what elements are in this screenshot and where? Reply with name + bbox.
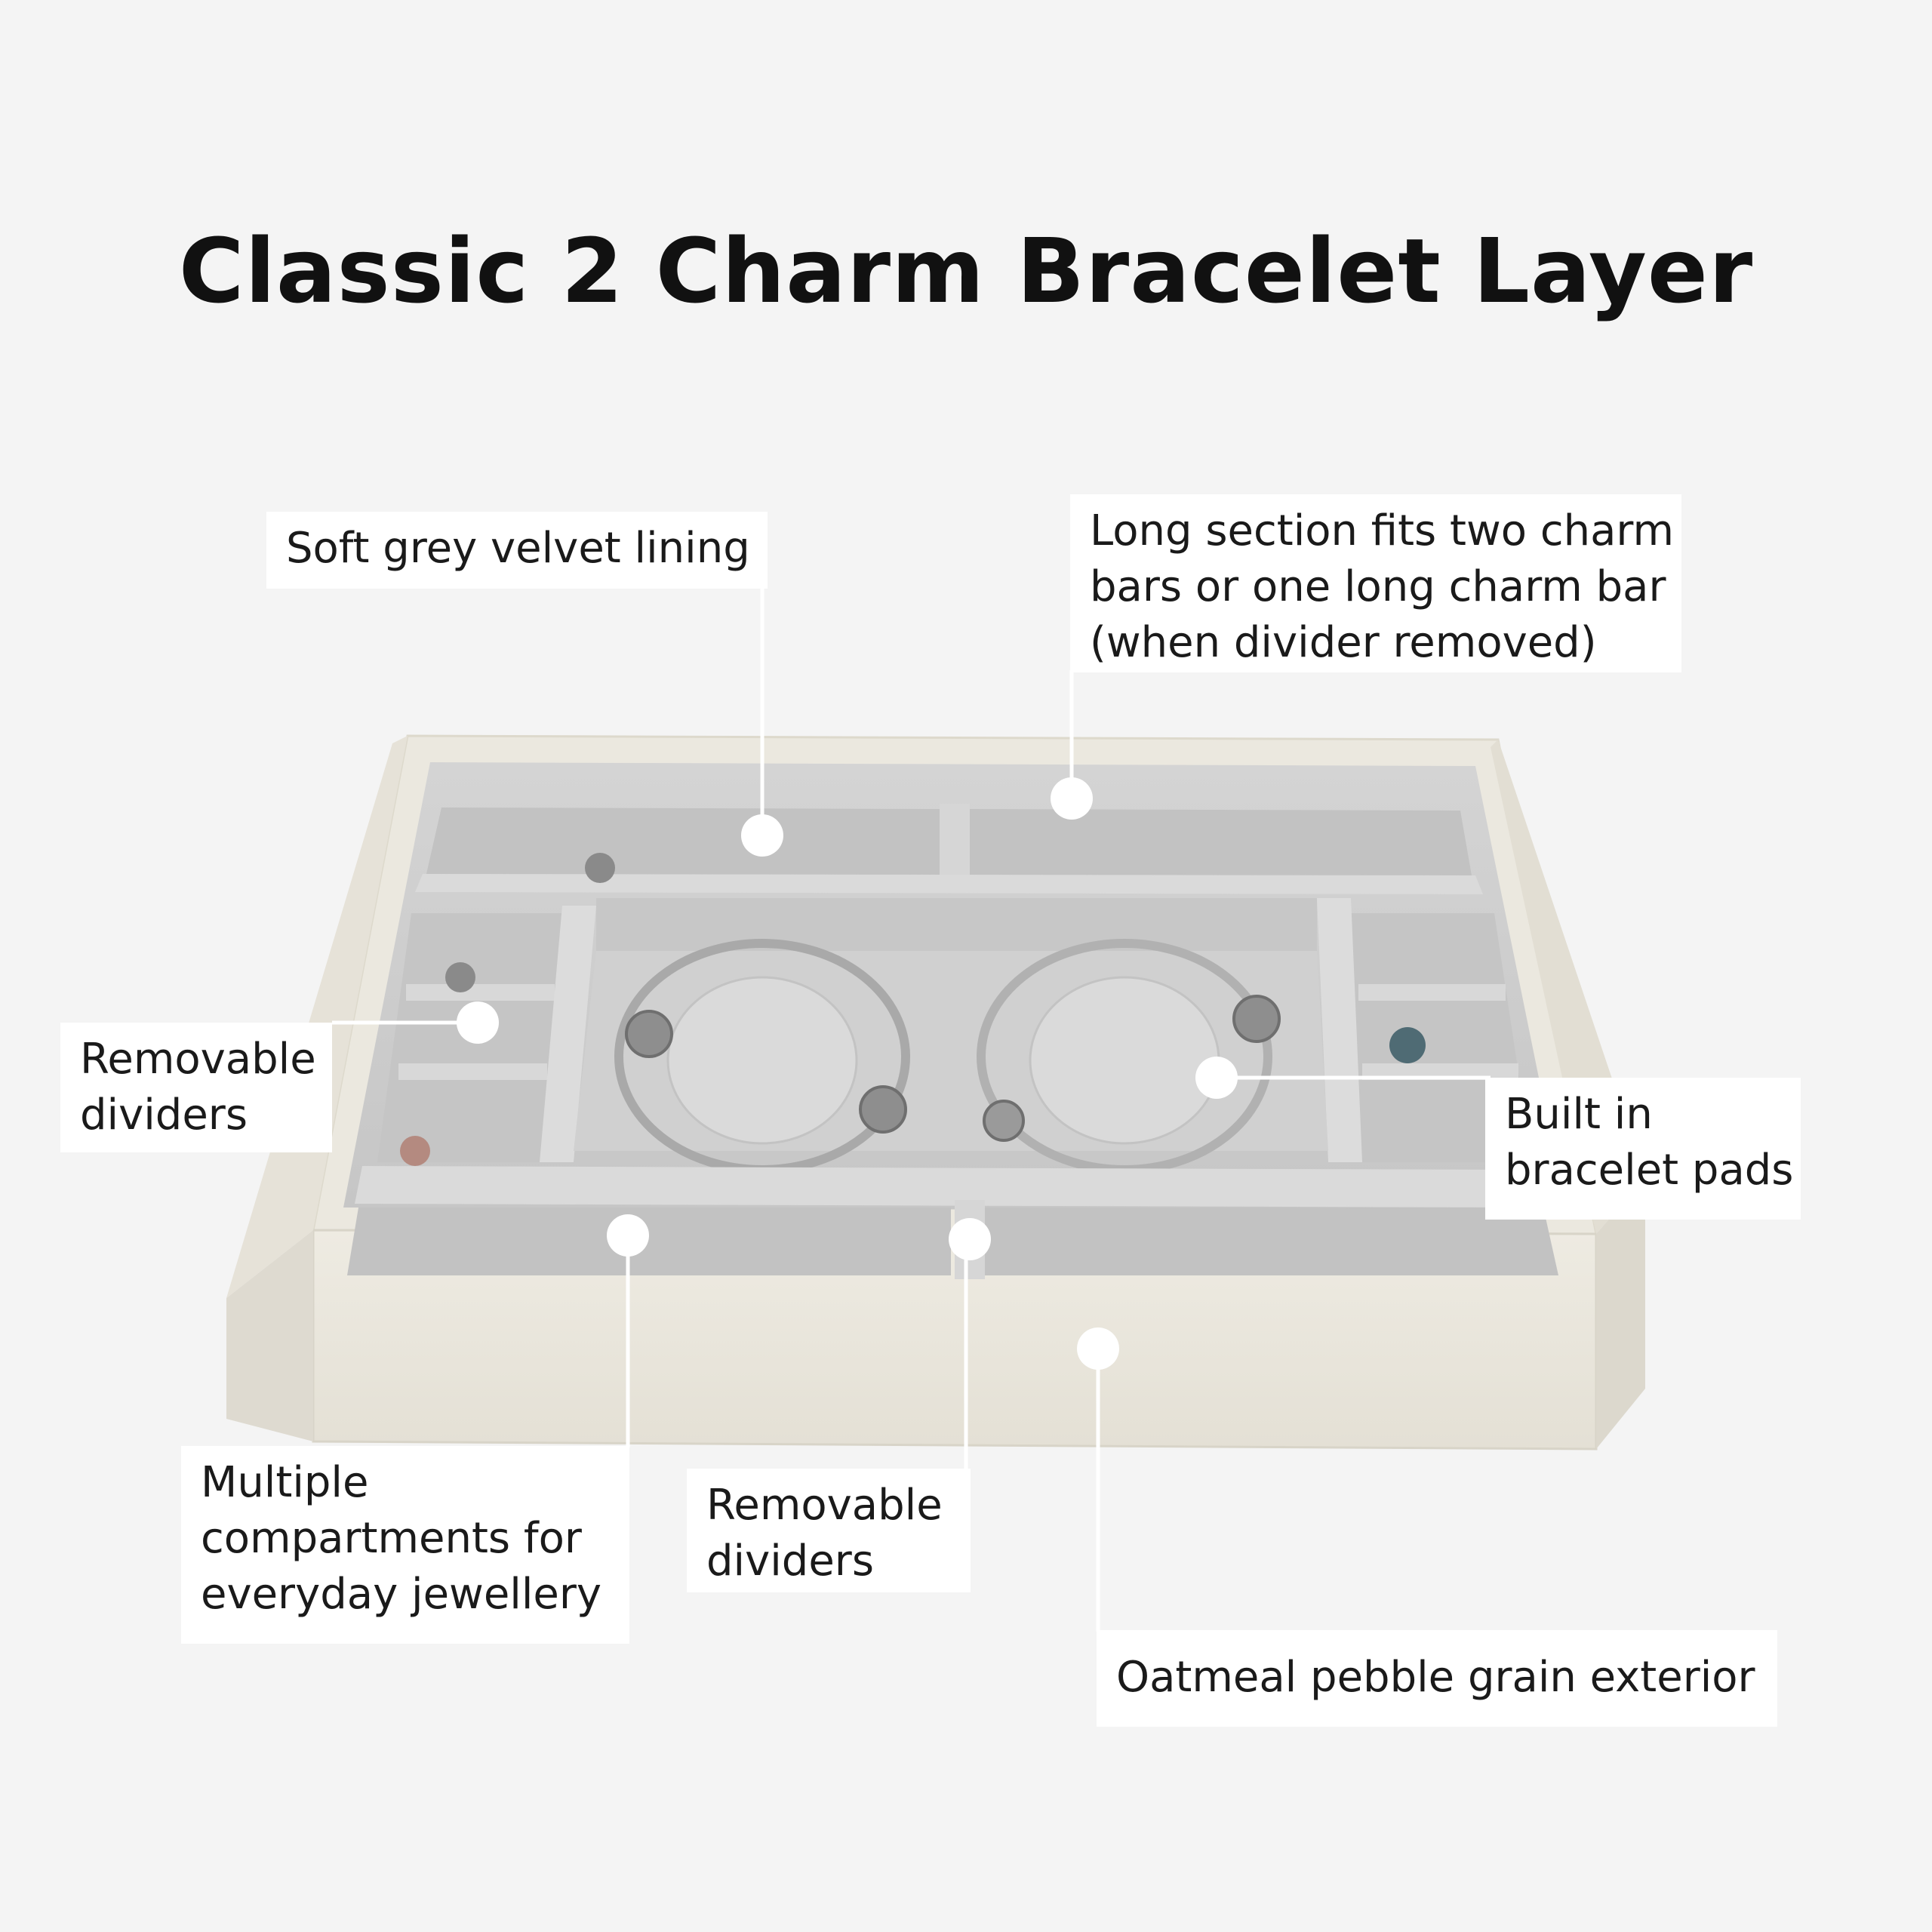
tray-left-face [226, 1230, 313, 1441]
bottom-row-bar [355, 1166, 1532, 1208]
bottom-compartment-left [347, 1208, 951, 1275]
callout-markers [457, 777, 1238, 1370]
centre-back-wall [596, 898, 1317, 951]
bracelet-pad-right [1029, 976, 1220, 1145]
bottom-compartment-right [985, 1208, 1558, 1275]
connector-lines [332, 587, 1491, 1632]
top-row-bar [415, 874, 1483, 894]
tray-left-rim [226, 736, 408, 1298]
callout-removable-dividers-bottom: Removable dividers [687, 1469, 971, 1592]
callout-multiple-compartments: Multiple compartments for everyday jewel… [181, 1446, 629, 1644]
right-inner-wall [1317, 898, 1362, 1162]
top-divider [940, 804, 970, 879]
tray-right-face [1596, 1177, 1645, 1449]
callout-removable-dividers-left: Removable dividers [60, 1023, 332, 1152]
top-compartment-right [970, 809, 1472, 875]
callout-exterior: Oatmeal pebble grain exterior [1097, 1630, 1777, 1727]
left-inner-wall [540, 906, 596, 1162]
callout-long-section: Long section fits two charm bars or one … [1070, 494, 1681, 672]
callout-bracelet-pads: Built in bracelet pads [1485, 1078, 1801, 1220]
bracelet-pad-left [666, 976, 858, 1145]
callout-velvet-lining: Soft grey velvet lining [266, 512, 768, 589]
top-compartment-left [426, 808, 940, 875]
page-title: Classic 2 Charm Bracelet Layer [178, 219, 1754, 323]
